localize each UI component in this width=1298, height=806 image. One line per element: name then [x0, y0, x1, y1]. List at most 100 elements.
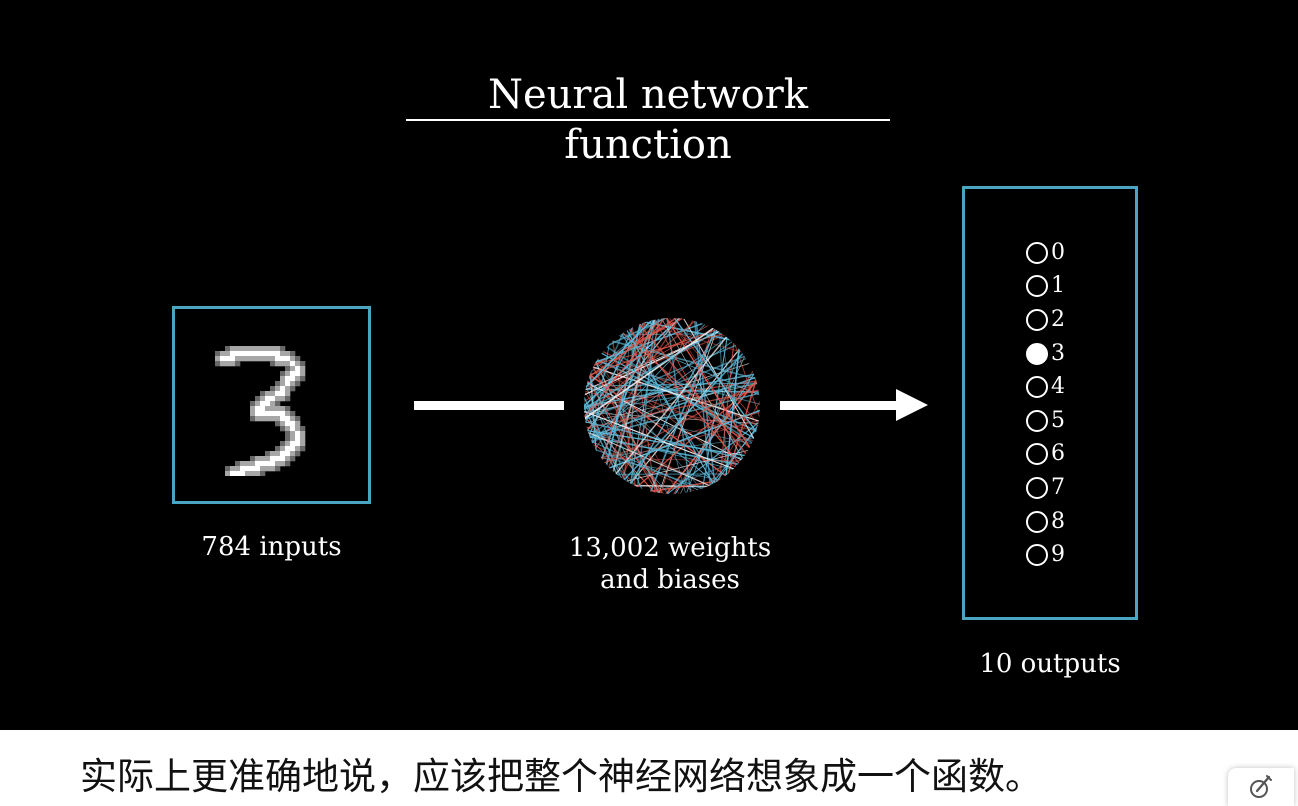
digit-pixel [265, 401, 271, 407]
weight-line [622, 322, 718, 492]
weight-line [603, 318, 644, 476]
digit-pixel [295, 361, 301, 367]
digit-pixel [275, 361, 281, 367]
digit-pixel [295, 381, 301, 387]
weight-line [603, 473, 742, 475]
weight-line [609, 318, 658, 482]
digit-pixel [280, 441, 286, 447]
output-neuron-3 [1026, 342, 1048, 365]
digit-pixel [230, 346, 236, 352]
digit-pixel [235, 346, 241, 352]
digit-pixel [255, 346, 261, 352]
digit-pixel [280, 361, 286, 367]
edit-button[interactable] [1228, 768, 1294, 806]
weight-line [614, 447, 760, 485]
digit-pixel [280, 451, 286, 457]
digit-pixel [290, 366, 296, 372]
connector-line [414, 401, 564, 410]
digit-pixel [275, 346, 281, 352]
weight-line [646, 320, 720, 494]
weight-line [592, 409, 760, 462]
digit-pixel [225, 361, 231, 367]
parameters-label-line1: 13,002 weights [568, 533, 772, 563]
weight-line [584, 318, 630, 433]
digit-pixel [245, 471, 251, 476]
digit-pixel [275, 416, 281, 422]
digit-pixel [250, 456, 256, 462]
digit-pixel [275, 391, 281, 397]
weight-line [657, 414, 760, 494]
digit-pixel [285, 446, 291, 452]
digit-pixel [295, 431, 301, 437]
digit-pixel [255, 471, 261, 476]
digit-pixel [290, 426, 296, 432]
weight-line [700, 389, 760, 494]
digit-pixel [215, 356, 221, 362]
digit-pixel [290, 416, 296, 422]
digit-pixel [300, 371, 306, 377]
digit-pixel [280, 406, 286, 412]
digit-pixel [280, 351, 286, 357]
digit-pixel [260, 346, 266, 352]
digit-pixel [220, 351, 226, 357]
digit-pixel [225, 471, 231, 476]
digit-pixel [285, 456, 291, 462]
digit-pixel [220, 356, 226, 362]
digit-pixel [270, 386, 276, 392]
digit-pixel [280, 346, 286, 352]
digit-pixel [300, 441, 306, 447]
digit-pixel [295, 426, 301, 432]
digit-pixel [260, 416, 266, 422]
digit-pixel [270, 461, 276, 467]
digit-pixel [215, 361, 221, 367]
digit-pixel [280, 446, 286, 452]
digit-pixel [255, 401, 261, 407]
digit-pixel [300, 376, 306, 382]
output-digit-label: 6 [1051, 441, 1065, 467]
output-item-2: 2 [1026, 303, 1065, 337]
digit-pixel [290, 441, 296, 447]
weight-line [589, 330, 613, 457]
digit-pixel [240, 461, 246, 467]
digit-pixel [275, 386, 281, 392]
weight-line [584, 322, 722, 425]
digit-pixel [260, 391, 266, 397]
digit-pixel [270, 351, 276, 357]
digit-pixel [275, 461, 281, 467]
digit-pixel [280, 381, 286, 387]
title-underline [406, 119, 890, 121]
digit-pixel [285, 361, 291, 367]
digit-pixel [250, 356, 256, 362]
output-neuron-1 [1026, 275, 1048, 298]
output-neuron-4 [1026, 376, 1048, 399]
digit-pixel [285, 421, 291, 427]
digit-pixel [245, 461, 251, 467]
digit-pixel [240, 346, 246, 352]
digit-pixel [300, 436, 306, 442]
digit-pixel [285, 396, 291, 402]
digit-pixel [265, 451, 271, 457]
digit-pixel [230, 361, 236, 367]
output-neuron-7 [1026, 476, 1048, 499]
digit-pixel [250, 411, 256, 417]
digit-pixel [240, 466, 246, 472]
digit-pixel [270, 401, 276, 407]
output-neuron-9 [1026, 544, 1048, 567]
digit-pixel [265, 406, 271, 412]
digit-pixel [275, 396, 281, 402]
digit-pixel [240, 356, 246, 362]
digit-pixel [290, 371, 296, 377]
digit-pixel [265, 456, 271, 462]
weight-line [621, 318, 647, 490]
output-digit-label: 3 [1051, 340, 1065, 366]
digit-pixel [290, 356, 296, 362]
digit-pixel [260, 351, 266, 357]
digit-pixel [285, 386, 291, 392]
weight-line [584, 331, 735, 368]
digit-pixel [255, 456, 261, 462]
digit-pixel [275, 466, 281, 472]
digit-pixel [280, 376, 286, 382]
weight-line [588, 455, 732, 483]
digit-pixel [285, 406, 291, 412]
weight-line [656, 318, 748, 467]
